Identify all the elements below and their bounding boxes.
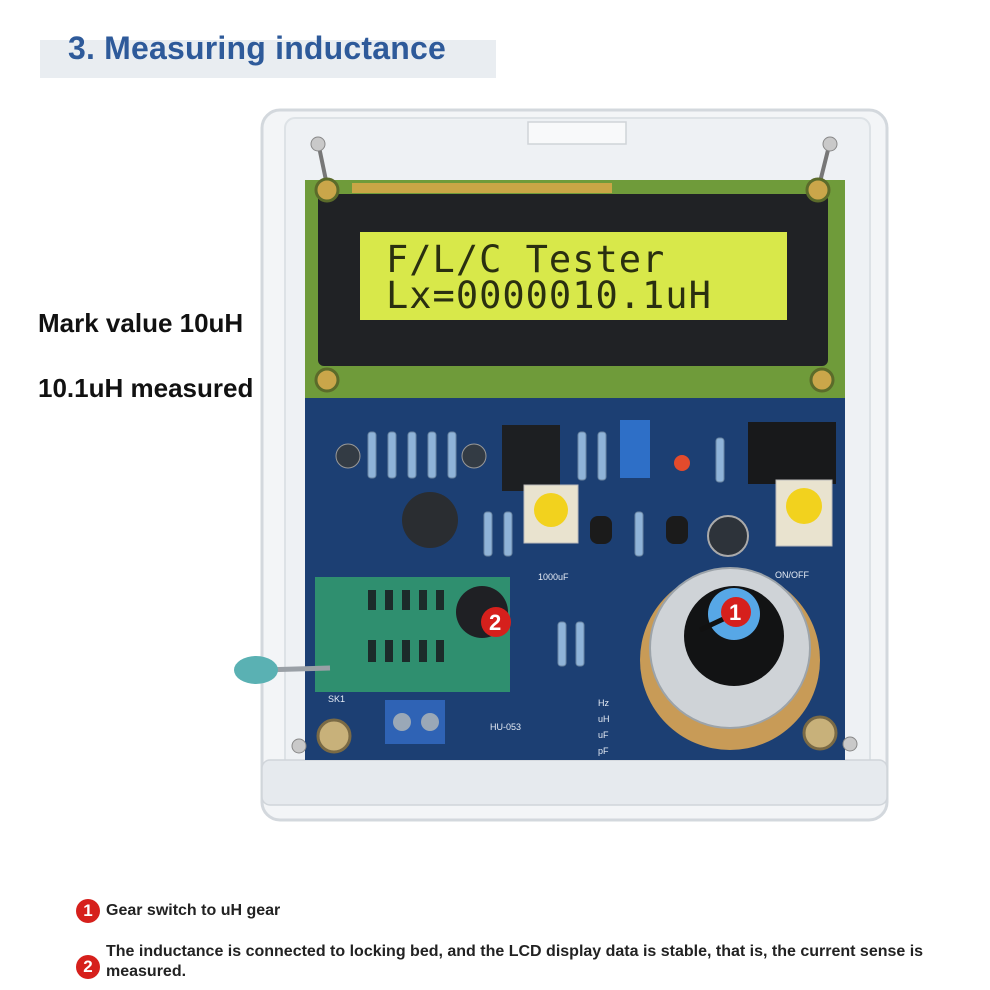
transistor — [590, 516, 612, 544]
capacitor — [335, 443, 361, 469]
page-title: 3. Measuring inductance — [68, 30, 447, 66]
zif-slots — [368, 590, 444, 662]
power-switch-label: ON/OFF — [775, 570, 809, 580]
terminal-screw — [393, 713, 411, 731]
screw-icon — [802, 715, 838, 751]
ic-chip — [502, 425, 560, 491]
measured-value-text: 10.1uH measured — [38, 373, 254, 403]
lcd-header-pins — [352, 183, 612, 193]
power-button[interactable] — [786, 488, 822, 524]
mark-value-text: Mark value 10uH — [38, 308, 244, 338]
capacitor-label: 1000uF — [538, 572, 569, 582]
screw-icon — [291, 738, 307, 754]
screw-icon — [842, 736, 858, 752]
marker-2-label: 2 — [489, 610, 501, 635]
marker-2 — [481, 607, 511, 637]
note-badge-2: 2 — [76, 955, 100, 979]
led-indicator — [674, 455, 690, 471]
mount-hole — [809, 367, 835, 393]
lcd-line-1: F/L/C Tester — [386, 238, 665, 281]
capacitor — [707, 515, 749, 557]
inductor-coil — [402, 492, 458, 548]
screw-icon — [316, 718, 352, 754]
capacitor — [461, 443, 487, 469]
svg-text:uH: uH — [598, 714, 610, 724]
lcd-screen — [360, 232, 787, 320]
board-model-label: HU-053 — [490, 722, 521, 732]
terminal-screw — [421, 713, 439, 731]
case-bottom — [261, 759, 888, 806]
case-tab — [527, 121, 627, 145]
svg-text:uF: uF — [598, 730, 609, 740]
dc-jack — [748, 422, 836, 484]
mount-hole — [314, 177, 340, 203]
trimmer-pot — [620, 420, 650, 478]
mount-hole — [314, 367, 340, 393]
dial-labels: Hz uH uF pF — [598, 698, 610, 756]
screw-icon — [822, 136, 838, 152]
transistor — [666, 516, 688, 544]
resistor-row — [367, 431, 725, 667]
heading-band — [40, 40, 496, 78]
note-badge-1: 1 — [76, 899, 100, 923]
note-2-text: The inductance is connected to locking b… — [106, 943, 924, 980]
svg-text:Hz: Hz — [598, 698, 609, 708]
marker-1-label: 1 — [729, 600, 741, 625]
mount-hole — [805, 177, 831, 203]
zif-lever-knob[interactable] — [234, 656, 278, 684]
marker-1 — [721, 597, 751, 627]
reset-button[interactable] — [534, 493, 568, 527]
socket-label: SK1 — [328, 694, 345, 704]
lcd-line-2: Lx=0000010.1uH — [386, 274, 712, 317]
svg-text:pF: pF — [598, 746, 609, 756]
note-1-text: Gear switch to uH gear — [106, 902, 281, 919]
screw-icon — [310, 136, 326, 152]
